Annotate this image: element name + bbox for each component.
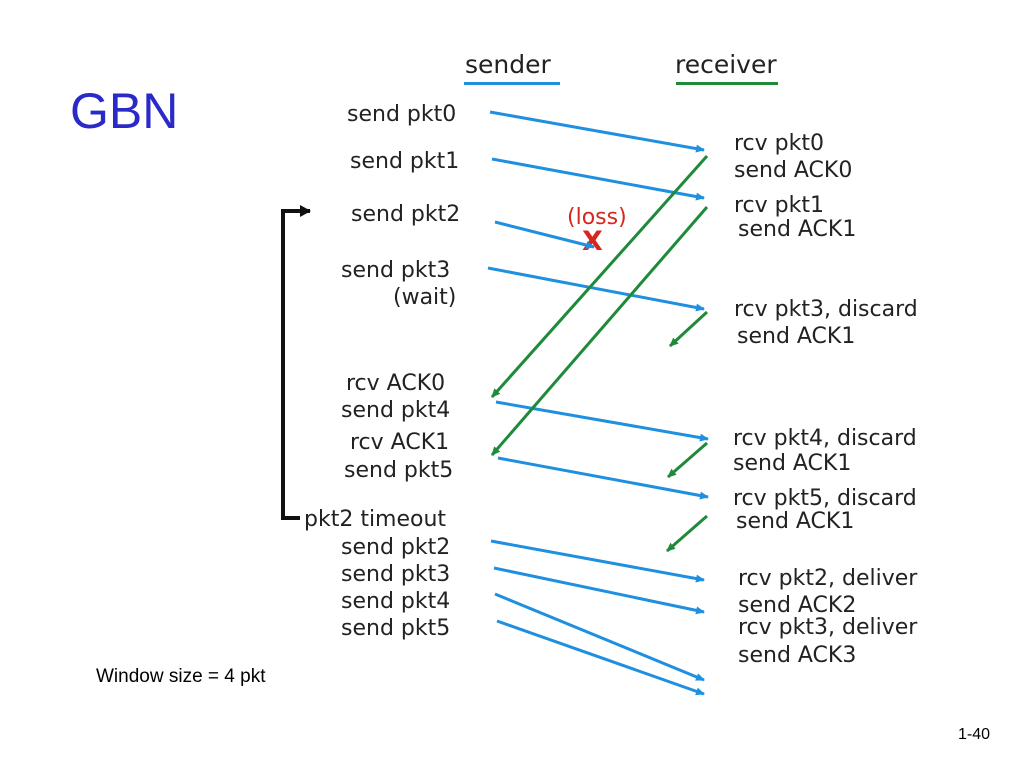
packet-arrow-pkt5 (497, 456, 709, 500)
ack-arrow-dup-ack1-c (666, 514, 708, 553)
sender-event-resend-pkt5: send pkt5 (341, 616, 451, 641)
packet-arrow-resend-pkt5 (496, 619, 705, 696)
sender-event-rcv-ack1: rcv ACK1 (350, 430, 450, 455)
receiver-event-rcv-pkt3-discard: rcv pkt3, discard (734, 297, 918, 322)
packet-arrow-resend-pkt3 (493, 566, 705, 615)
packet-arrow-pkt3 (487, 266, 705, 312)
ack-arrow-dup-ack1-a (668, 310, 709, 348)
page-number: 1-40 (957, 726, 990, 743)
sender-header-underline (464, 82, 560, 85)
sender-event-pkt2-timeout: pkt2 timeout (304, 507, 447, 532)
sender-event-resend-pkt3: send pkt3 (341, 562, 451, 587)
sender-event-resend-pkt4: send pkt4 (341, 589, 451, 614)
packet-arrow-resend-pkt4 (494, 592, 705, 682)
sender-header: sender (465, 50, 551, 79)
receiver-event-rcv-pkt0: rcv pkt0 (734, 131, 824, 156)
receiver-event-rcv-pkt4-discard: rcv pkt4, discard (733, 426, 917, 451)
receiver-event-send-ack2: send ACK2 (738, 593, 857, 618)
receiver-event-send-ack1-first: send ACK1 (738, 217, 857, 242)
sender-event-wait: (wait) (393, 285, 457, 310)
sender-event-send-pkt2: send pkt2 (351, 202, 461, 227)
sender-event-resend-pkt2: send pkt2 (341, 535, 451, 560)
receiver-event-send-ack1-fourth: send ACK1 (736, 509, 855, 534)
receiver-event-rcv-pkt5-discard: rcv pkt5, discard (733, 486, 917, 511)
ack-arrow-ack0 (490, 155, 709, 398)
window-size-note: Window size = 4 pkt (96, 666, 266, 687)
receiver-event-rcv-pkt2-deliver: rcv pkt2, deliver (738, 566, 918, 591)
receiver-event-rcv-pkt1: rcv pkt1 (734, 193, 824, 218)
receiver-event-send-ack0: send ACK0 (734, 158, 853, 183)
sender-event-send-pkt5: send pkt5 (344, 458, 454, 483)
receiver-event-rcv-pkt3-deliver: rcv pkt3, deliver (738, 615, 918, 640)
receiver-event-send-ack3: send ACK3 (738, 643, 857, 668)
sender-event-rcv-ack0: rcv ACK0 (346, 371, 446, 396)
sender-event-send-pkt0: send pkt0 (347, 102, 457, 127)
packet-arrow-pkt4 (495, 400, 709, 442)
ack-arrow-dup-ack1-b (667, 441, 708, 479)
packet-arrow-resend-pkt2 (490, 539, 705, 583)
receiver-event-send-ack1-third: send ACK1 (733, 451, 852, 476)
receiver-header: receiver (675, 50, 777, 79)
packet-arrow-pkt0 (489, 110, 705, 153)
slide-title: GBN (70, 83, 179, 139)
packet-arrow-pkt1 (491, 157, 705, 201)
sender-event-send-pkt4: send pkt4 (341, 398, 451, 423)
loss-label: (loss) (567, 205, 627, 230)
timeout-bracket (281, 205, 311, 520)
sender-event-send-pkt3: send pkt3 (341, 258, 451, 283)
sender-event-send-pkt1: send pkt1 (350, 149, 460, 174)
packet-arrow-pkt2-lost (494, 220, 595, 249)
receiver-event-send-ack1-second: send ACK1 (737, 324, 856, 349)
ack-arrow-ack1 (490, 206, 709, 456)
receiver-header-underline (676, 82, 778, 85)
